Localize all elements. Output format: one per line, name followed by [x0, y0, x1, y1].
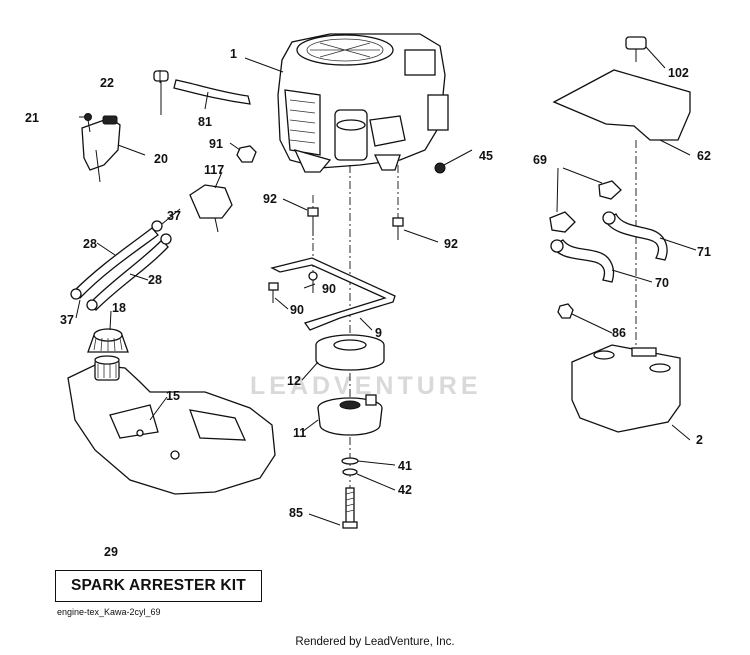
nut-91[interactable]: [236, 145, 257, 163]
fuel-tank-15[interactable]: [67, 355, 276, 495]
screw-21[interactable]: [84, 113, 92, 133]
callout-9: 9: [375, 326, 382, 340]
callout-18: 18: [112, 301, 126, 315]
callout-37a: 37: [167, 209, 181, 223]
callout-69: 69: [533, 153, 547, 167]
callout-71: 71: [697, 245, 711, 259]
heat-shield-62[interactable]: [552, 69, 691, 141]
callout-41: 41: [398, 459, 412, 473]
throttle-control-20[interactable]: [81, 115, 121, 183]
callout-81: 81: [198, 115, 212, 129]
callout-91: 91: [209, 137, 223, 151]
fuel-line-28a[interactable]: [72, 227, 159, 299]
shutoff-valve-117[interactable]: [189, 184, 233, 233]
engine-assembly[interactable]: [277, 33, 473, 174]
callout-90b: 90: [290, 303, 304, 317]
pulley-12[interactable]: [315, 334, 385, 371]
callout-28b: 28: [148, 273, 162, 287]
fuel-line-28b[interactable]: [89, 239, 169, 311]
callout-117: 117: [204, 163, 224, 177]
vent-valve-22[interactable]: [153, 70, 169, 115]
callout-62: 62: [697, 149, 711, 163]
watermark: LEADVENTURE: [250, 372, 482, 400]
bolt-90b[interactable]: [308, 271, 318, 293]
callout-45: 45: [479, 149, 493, 163]
gasket-69a[interactable]: [549, 211, 576, 233]
hose-clamp-37d[interactable]: [86, 299, 98, 311]
exhaust-pipe-70[interactable]: [550, 239, 615, 283]
bolt-90a[interactable]: [268, 282, 279, 303]
callout-42: 42: [398, 483, 412, 497]
callout-22: 22: [100, 76, 114, 90]
kit-callout-number: 29: [104, 545, 118, 559]
callout-86: 86: [612, 326, 626, 340]
callout-92a: 92: [263, 192, 277, 206]
bolt-92b[interactable]: [392, 217, 404, 240]
bolt-85[interactable]: [342, 487, 358, 529]
gasket-69b[interactable]: [598, 180, 622, 200]
spark-arrester-kit-label: SPARK ARRESTER KIT: [71, 577, 246, 594]
bolt-92a[interactable]: [307, 207, 319, 236]
fuel-cap-18[interactable]: [87, 328, 129, 353]
nut-86[interactable]: [557, 303, 574, 319]
callout-20: 20: [154, 152, 168, 166]
muffler-2[interactable]: [571, 344, 681, 433]
callout-102: 102: [668, 66, 689, 80]
callout-15: 15: [166, 389, 180, 403]
exhaust-pipe-71[interactable]: [602, 211, 668, 261]
callout-1: 1: [230, 47, 237, 61]
callout-92b: 92: [444, 237, 458, 251]
washer-41[interactable]: [341, 457, 359, 465]
belt-guide-9[interactable]: [270, 257, 396, 331]
hose-clamp-37c[interactable]: [70, 288, 82, 300]
callout-2: 2: [696, 433, 703, 447]
callout-37b: 37: [60, 313, 74, 327]
washer-42[interactable]: [342, 468, 358, 476]
knob-102[interactable]: [625, 36, 647, 62]
hose-clamp-37a[interactable]: [151, 220, 163, 232]
callout-21: 21: [25, 111, 39, 125]
callout-12: 12: [287, 374, 301, 388]
callout-85: 85: [289, 506, 303, 520]
callout-70: 70: [655, 276, 669, 290]
footer-credit: Rendered by LeadVenture, Inc.: [295, 636, 455, 648]
fuel-hose-81[interactable]: [173, 79, 251, 105]
callout-28a: 28: [83, 237, 97, 251]
hose-clamp-37b[interactable]: [160, 233, 172, 245]
diagram-id: engine-tex_Kawa-2cyl_69: [57, 607, 161, 617]
pto-clutch-11[interactable]: [317, 394, 383, 436]
callout-90a: 90: [322, 282, 336, 296]
spark-arrester-kit-box[interactable]: SPARK ARRESTER KIT: [55, 570, 262, 602]
callout-11: 11: [293, 426, 306, 440]
